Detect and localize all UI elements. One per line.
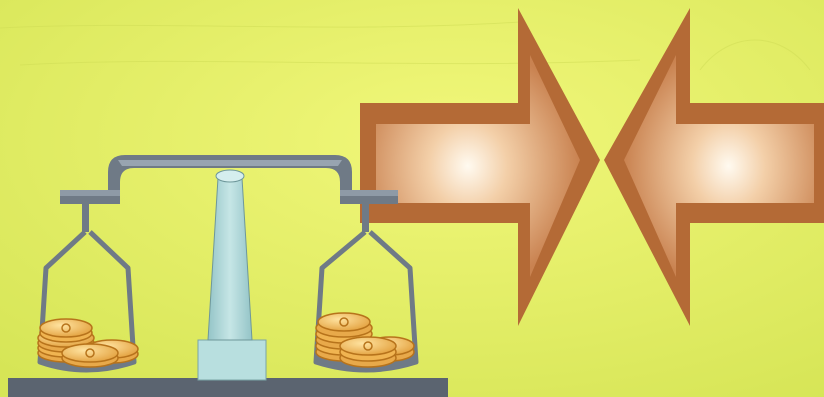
pillar-base	[197, 339, 267, 381]
arrow-right-icon	[360, 8, 600, 326]
arrow-left-icon	[604, 8, 824, 326]
scale-beam	[60, 155, 398, 204]
ground-bar	[8, 378, 448, 397]
pillar-top	[215, 169, 245, 183]
left-coin-pile	[37, 318, 139, 368]
background-texture	[0, 21, 811, 71]
right-coin-pile	[315, 312, 415, 368]
